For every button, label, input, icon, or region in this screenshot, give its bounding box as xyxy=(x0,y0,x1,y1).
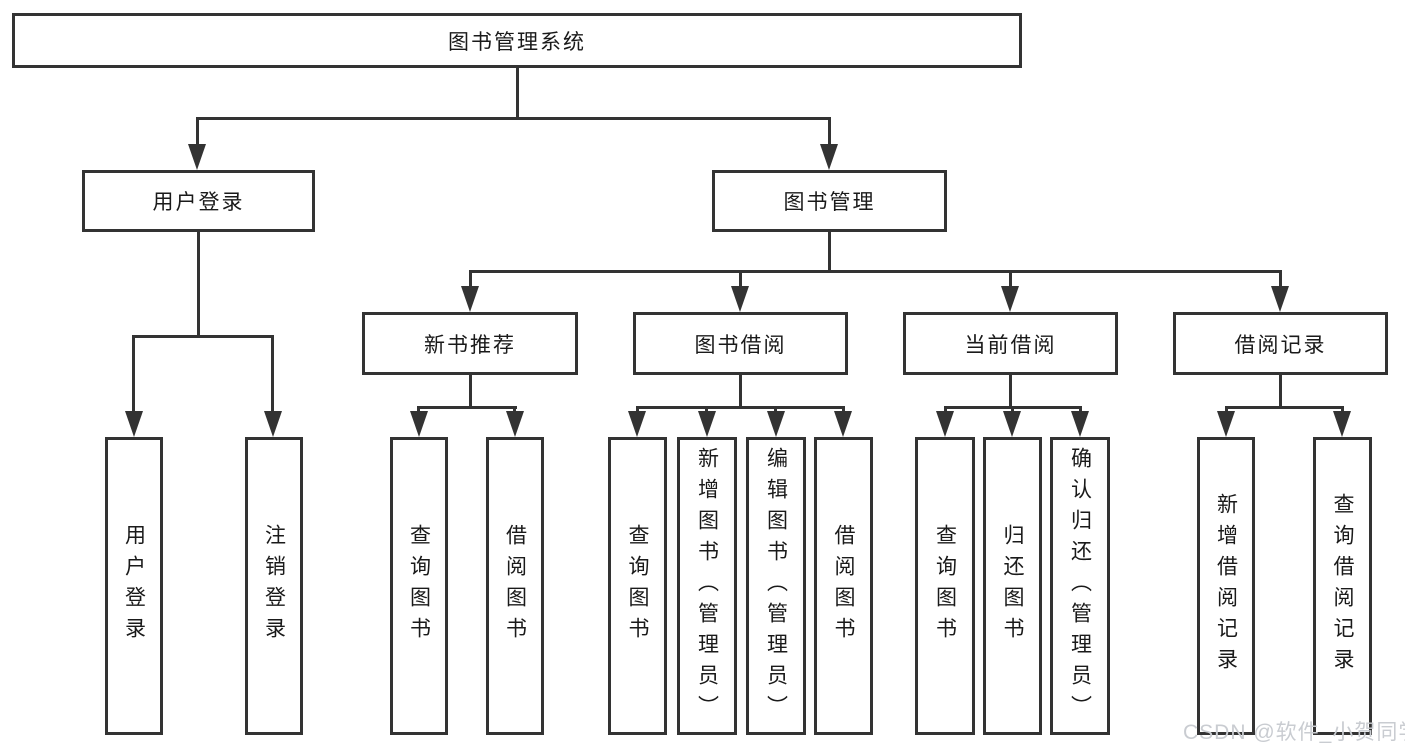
leaf-add-books-admin: 新增图书（管理员） xyxy=(677,437,737,735)
leaf-add-borrow-record: 新增借阅记录 xyxy=(1197,437,1255,735)
connector-book-borrow-bus xyxy=(636,406,845,409)
arrow-down-borrow-record xyxy=(1271,286,1289,312)
connector-drop-bb4 xyxy=(842,406,845,415)
arrow-down-br2 xyxy=(1333,411,1351,437)
connector-drop-br2 xyxy=(1341,406,1344,415)
connector-new-book-stem xyxy=(469,375,472,409)
connector-drop-cb1 xyxy=(944,406,947,415)
arrow-down-leaf-login xyxy=(125,411,143,437)
connector-drop-br1 xyxy=(1225,406,1228,415)
connector-drop-leaf-login xyxy=(132,335,135,415)
connector-drop-borrow-record xyxy=(1279,270,1282,290)
arrow-down-cb2 xyxy=(1003,411,1021,437)
connector-drop-leaf-logout xyxy=(271,335,274,415)
node-new-book-recommend: 新书推荐 xyxy=(362,312,578,375)
node-borrow-record: 借阅记录 xyxy=(1173,312,1388,375)
leaf-user-login: 用户登录 xyxy=(105,437,163,735)
leaf-edit-books-admin: 编辑图书（管理员） xyxy=(746,437,806,735)
leaf-return-books: 归还图书 xyxy=(983,437,1042,735)
connector-drop-bb1 xyxy=(636,406,639,415)
connector-level2-bus xyxy=(197,117,831,120)
connector-user-login-stem xyxy=(197,232,200,335)
leaf-query-books-recommend: 查询图书 xyxy=(390,437,448,735)
arrow-down-bb2 xyxy=(698,411,716,437)
leaf-borrow-books-recommend: 借阅图书 xyxy=(486,437,544,735)
arrow-down-bb3 xyxy=(767,411,785,437)
arrow-down-book-management xyxy=(820,144,838,170)
connector-borrow-record-stem xyxy=(1279,375,1282,409)
arrow-down-user-login xyxy=(188,144,206,170)
connector-book-borrow-stem xyxy=(739,375,742,409)
connector-drop-current-borrow xyxy=(1009,270,1012,290)
arrow-down-cb1 xyxy=(936,411,954,437)
connector-drop-new-book xyxy=(469,270,472,290)
leaf-borrow-books: 借阅图书 xyxy=(814,437,873,735)
arrow-down-book-borrow xyxy=(731,286,749,312)
connector-new-book-bus xyxy=(418,406,517,409)
arrow-down-bb1 xyxy=(628,411,646,437)
arrow-down-new-book xyxy=(461,286,479,312)
connector-drop-cb3 xyxy=(1079,406,1082,415)
leaf-confirm-return-admin: 确认归还（管理员） xyxy=(1050,437,1110,735)
leaf-query-borrow-record: 查询借阅记录 xyxy=(1313,437,1372,735)
connector-drop-book-borrow xyxy=(739,270,742,290)
leaf-query-books-current: 查询图书 xyxy=(915,437,975,735)
arrow-down-nb2 xyxy=(506,411,524,437)
arrow-down-leaf-logout xyxy=(264,411,282,437)
connector-drop-nb1 xyxy=(417,406,420,415)
node-book-borrow: 图书借阅 xyxy=(633,312,848,375)
connector-drop-nb2 xyxy=(513,406,516,415)
connector-root-stem xyxy=(516,68,519,117)
connector-level3-bus xyxy=(470,270,1282,273)
connector-borrow-record-bus xyxy=(1225,406,1343,409)
leaf-logout: 注销登录 xyxy=(245,437,303,735)
arrow-down-bb4 xyxy=(834,411,852,437)
connector-user-login-bus xyxy=(133,335,274,338)
arrow-down-cb3 xyxy=(1071,411,1089,437)
node-book-management: 图书管理 xyxy=(712,170,947,232)
node-root-library-system: 图书管理系统 xyxy=(12,13,1022,68)
csdn-watermark: CSDN @软件_小贺同学 xyxy=(1183,721,1405,744)
arrow-down-nb1 xyxy=(410,411,428,437)
connector-drop-book-management xyxy=(828,117,831,149)
connector-drop-bb2 xyxy=(705,406,708,415)
node-current-borrow: 当前借阅 xyxy=(903,312,1118,375)
node-user-login: 用户登录 xyxy=(82,170,315,232)
leaf-query-books-borrow: 查询图书 xyxy=(608,437,667,735)
connector-book-management-stem xyxy=(828,232,831,270)
arrow-down-current-borrow xyxy=(1001,286,1019,312)
arrow-down-br1 xyxy=(1217,411,1235,437)
connector-current-borrow-stem xyxy=(1009,375,1012,409)
connector-drop-user-login xyxy=(196,117,199,149)
connector-drop-cb2 xyxy=(1011,406,1014,415)
connector-drop-bb3 xyxy=(774,406,777,415)
